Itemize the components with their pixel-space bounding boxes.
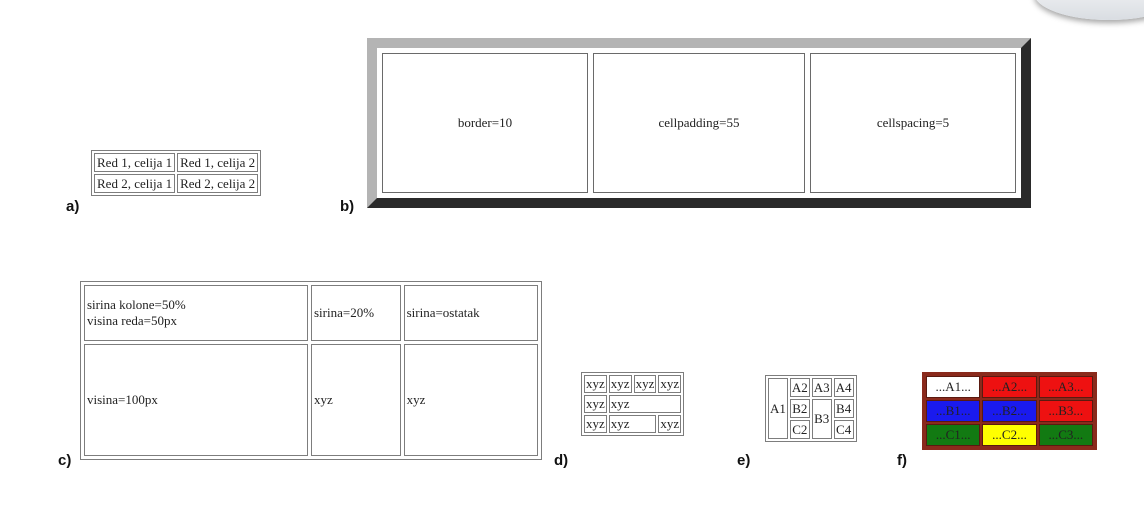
table-cell: C2 xyxy=(789,420,810,439)
table-row: C2 C4 xyxy=(768,420,854,439)
table-cell: xyz xyxy=(403,344,538,456)
table-row: ...A1... ...A2... ...A3... xyxy=(926,376,1093,398)
table-cell: Red 1, celija 2 xyxy=(177,153,259,172)
table-row: xyz xyz xyxy=(584,395,682,413)
table-row: B2 B3 B4 xyxy=(768,399,854,439)
table-cell: visina=100px xyxy=(84,344,308,456)
label-d: d) xyxy=(554,452,569,469)
table-f: ...A1... ...A2... ...A3... ...B1... ...B… xyxy=(922,372,1097,450)
table-cell: xyz xyxy=(608,375,632,393)
table-row: sirina kolone=50% visina reda=50px sirin… xyxy=(84,285,538,341)
table-cell: A4 xyxy=(833,378,854,397)
table-cell: xyz xyxy=(608,415,657,433)
table-cell: ...A1... xyxy=(926,376,981,398)
table-cell: ...A2... xyxy=(982,376,1037,398)
label-f: f) xyxy=(897,452,907,469)
table-cell: ...B2... xyxy=(982,400,1037,422)
table-cell: sirina=ostatak xyxy=(403,285,538,341)
table-cell: xyz xyxy=(633,375,657,393)
table-cell: xyz xyxy=(658,375,682,393)
table-d: xyz xyz xyz xyz xyz xyz xyz xyz xyz xyxy=(581,372,685,436)
table-cell: A1 xyxy=(768,378,788,439)
table-cell: xyz xyxy=(658,415,682,433)
table-row: Red 2, celija 1 Red 2, celija 2 xyxy=(94,174,259,193)
corner-decoration xyxy=(1034,0,1144,20)
table-cell: Red 1, celija 1 xyxy=(94,153,176,172)
label-a: a) xyxy=(66,198,80,215)
table-cell: ...A3... xyxy=(1038,376,1093,398)
table-cell: sirina kolone=50% visina reda=50px xyxy=(84,285,308,341)
table-row: xyz xyz xyz xyz xyxy=(584,375,682,393)
table-cell: ...C1... xyxy=(926,424,981,446)
table-e: A1 A2 A3 A4 B2 B3 B4 C2 C4 xyxy=(765,375,857,442)
table-cell: cellspacing=5 xyxy=(810,53,1016,193)
table-cell: sirina=20% xyxy=(311,285,401,341)
label-e: e) xyxy=(737,452,751,469)
table-cell: C4 xyxy=(833,420,854,439)
table-cell: ...C3... xyxy=(1038,424,1093,446)
table-row: border=10 cellpadding=55 cellspacing=5 xyxy=(382,53,1016,193)
table-row: ...C1... ...C2... ...C3... xyxy=(926,424,1093,446)
table-cell: A2 xyxy=(789,378,810,397)
label-b: b) xyxy=(340,198,355,215)
cell-text: visina reda=50px xyxy=(87,313,178,328)
table-row: A1 A2 A3 A4 xyxy=(768,378,854,439)
table-row: ...B1... ...B2... ...B3... xyxy=(926,400,1093,422)
table-cell: Red 2, celija 1 xyxy=(94,174,176,193)
table-c: sirina kolone=50% visina reda=50px sirin… xyxy=(80,281,542,460)
cell-text: sirina kolone=50% xyxy=(87,297,186,312)
table-b: border=10 cellpadding=55 cellspacing=5 xyxy=(367,38,1031,208)
table-cell: border=10 xyxy=(382,53,588,193)
table-row: xyz xyz xyz xyxy=(584,415,682,433)
table-cell: ...B1... xyxy=(926,400,981,422)
table-cell: B3 xyxy=(811,399,832,439)
table-cell: xyz xyxy=(584,415,607,433)
table-row: visina=100px xyz xyz xyxy=(84,344,538,456)
table-a: Red 1, celija 1 Red 1, celija 2 Red 2, c… xyxy=(91,150,262,196)
table-cell: cellpadding=55 xyxy=(592,53,806,193)
table-cell: A3 xyxy=(811,378,832,397)
table-cell: B4 xyxy=(833,399,854,418)
table-row: Red 1, celija 1 Red 1, celija 2 xyxy=(94,153,259,172)
label-c: c) xyxy=(58,452,72,469)
table-cell: xyz xyxy=(584,375,607,393)
table-cell: xyz xyxy=(311,344,401,456)
table-cell: Red 2, celija 2 xyxy=(177,174,259,193)
table-cell: B2 xyxy=(789,399,810,418)
table-cell: ...B3... xyxy=(1038,400,1093,422)
table-cell: ...C2... xyxy=(982,424,1037,446)
table-cell: xyz xyxy=(608,395,682,413)
table-cell: xyz xyxy=(584,395,607,413)
